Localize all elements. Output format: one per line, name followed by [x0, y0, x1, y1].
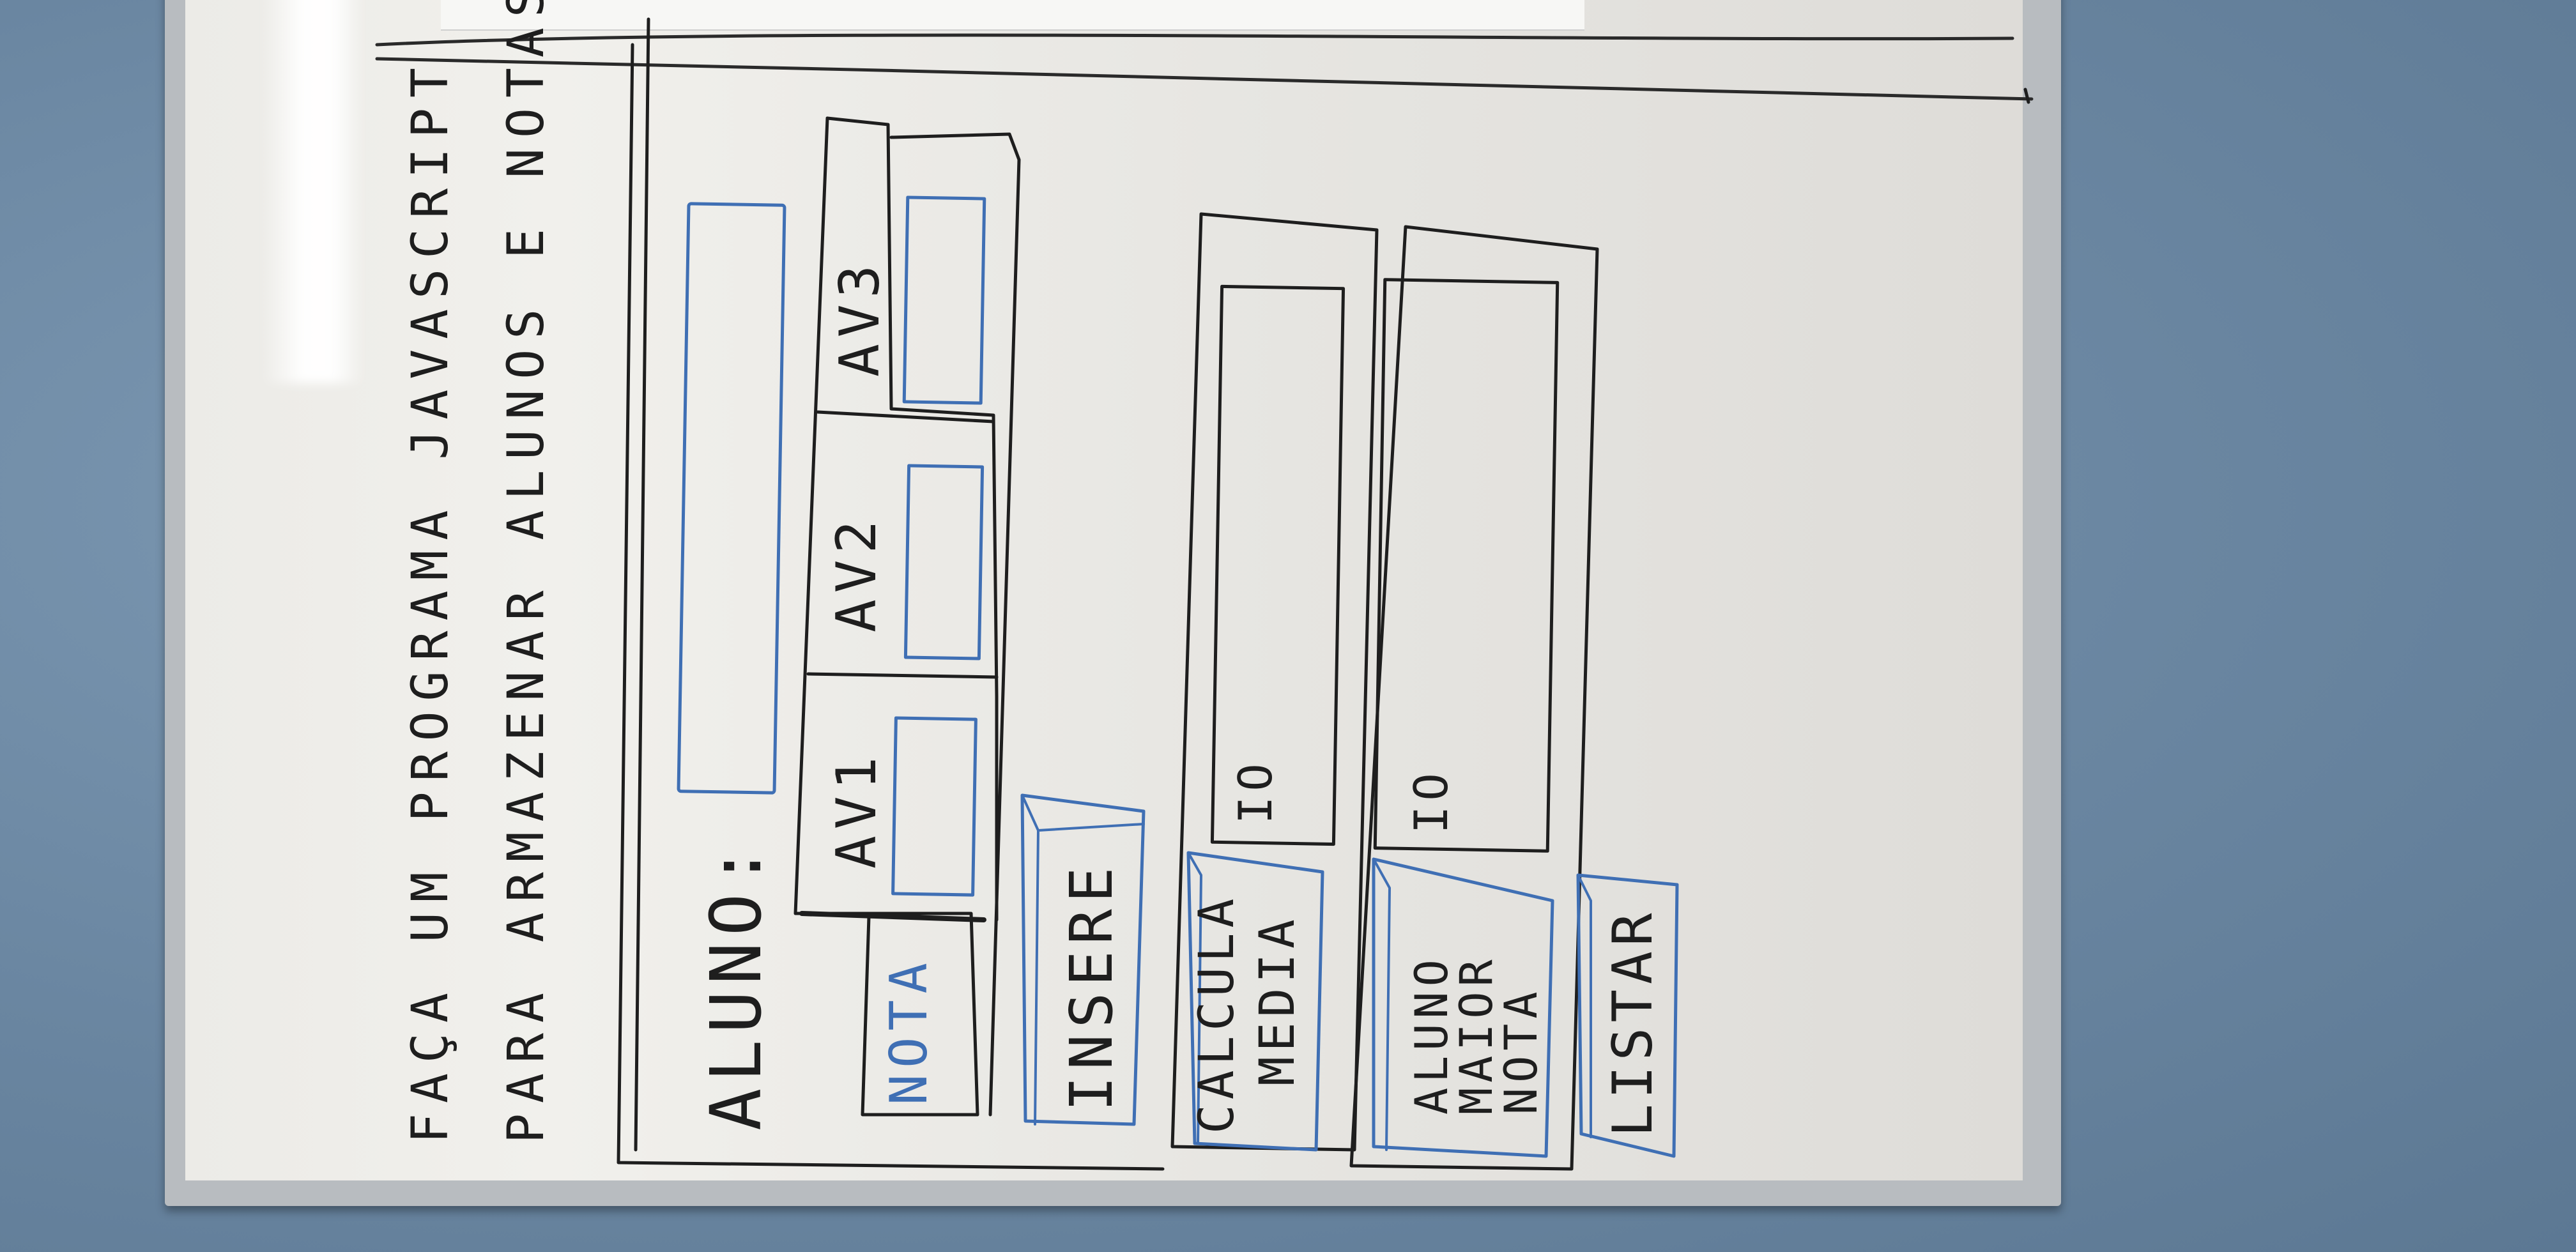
top-line-2	[375, 57, 2034, 101]
whiteboard	[185, 0, 2023, 1180]
aluno-input-box[interactable]	[677, 202, 786, 795]
insere-button-label[interactable]: INSERE	[1057, 861, 1126, 1111]
nota-label: NOTA	[879, 956, 939, 1105]
light-glare	[262, 0, 364, 383]
calcula-media-button-shape[interactable]	[1186, 851, 1324, 1152]
aluno-label: ALUNO:	[695, 839, 777, 1131]
av1-input-box[interactable]	[891, 716, 977, 897]
calcula-media-depth	[1187, 851, 1202, 1145]
page-frame-left	[617, 43, 1165, 1171]
maior-nota-depth	[1372, 858, 1391, 1151]
maior-nota-button-shape[interactable]	[1372, 857, 1554, 1158]
row-divider-1	[816, 410, 995, 424]
calcula-button-label-1[interactable]: CALCULA	[1188, 894, 1245, 1134]
page-frame-left-inner	[634, 17, 650, 1152]
projected-screen-strip	[441, 0, 1584, 31]
page-frame-right	[2023, 88, 2030, 104]
av2-input-box[interactable]	[903, 464, 985, 660]
av2-label: AV2	[825, 514, 889, 632]
listar-button-label[interactable]: LISTAR	[1601, 908, 1665, 1137]
av3-label: AV3	[828, 259, 892, 377]
maior-nota-label-1[interactable]: ALUNO	[1406, 954, 1458, 1115]
av-header-column	[825, 116, 999, 922]
top-line-1	[375, 33, 2014, 47]
calcula-button-label-2[interactable]: MEDIA	[1248, 914, 1305, 1086]
insere-button-depth	[1021, 794, 1145, 1126]
maior-nota-label-2[interactable]: MAIOR	[1450, 954, 1503, 1115]
title-line-1: FAÇA UM PROGRAMA JAVASCRIPT	[402, 57, 459, 1143]
maior-nota-panel	[1349, 225, 1599, 1171]
title-line-2: PARA ARMAZENAR ALUNOS E NOTAS	[498, 0, 555, 1143]
av1-label: AV1	[825, 751, 889, 869]
listar-depth	[1577, 874, 1592, 1138]
insere-button-shape[interactable]	[1020, 793, 1146, 1126]
row-divider-3	[799, 911, 986, 922]
row-divider-2	[806, 672, 999, 679]
output-2-box	[1373, 278, 1560, 853]
output-1-label: IO	[1229, 758, 1282, 824]
listar-button-shape[interactable]	[1576, 873, 1679, 1158]
av-values-column	[889, 132, 1021, 1117]
av3-input-box[interactable]	[902, 195, 986, 405]
calcula-media-panel	[1170, 212, 1379, 1152]
maior-nota-label-3[interactable]: NOTA	[1495, 986, 1547, 1115]
nota-table-outline	[793, 116, 979, 1117]
output-2-label: IO	[1404, 768, 1458, 834]
output-1-box	[1210, 284, 1346, 846]
